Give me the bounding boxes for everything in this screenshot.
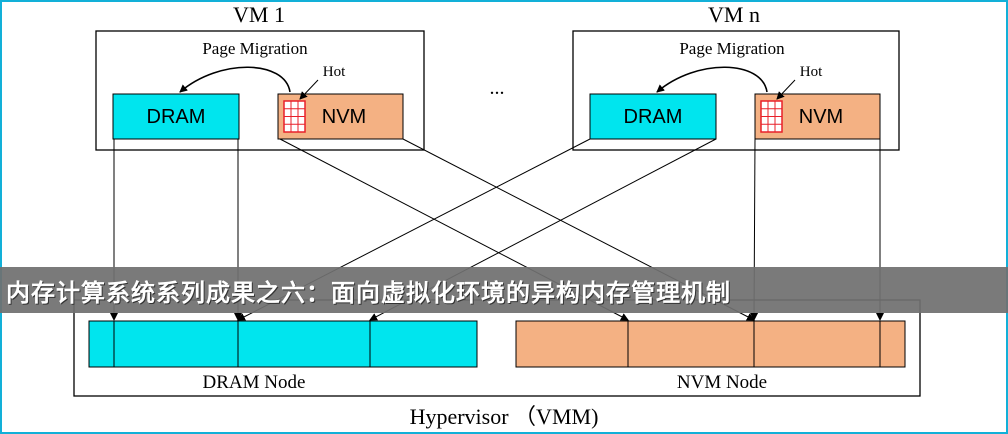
vm-left-migration-label: Page Migration [202, 39, 308, 58]
vm-right-dram-box [589, 93, 717, 140]
vm-left-dram-box [112, 93, 240, 140]
vm-right-migration-label: Page Migration [679, 39, 785, 58]
vm-left-hot-arrow [299, 79, 319, 100]
hypervisor-label: Hypervisor （VMM) [410, 404, 599, 429]
nvm-node-box [515, 320, 906, 368]
vm-right-hot-label: Hot [800, 64, 823, 80]
vm-left-hot-page-grid-icon [283, 100, 306, 133]
vm-left-box [95, 30, 425, 151]
vm-left-title: VM 1 [233, 2, 285, 27]
vm-right-nvm-label: NVM [799, 106, 843, 128]
vm-left-dram-label: DRAM [147, 106, 206, 128]
title-banner: 内存计算系统系列成果之六：面向虚拟化环境的异构内存管理机制 [0, 267, 1008, 313]
vm-left-nvm-label: NVM [322, 106, 366, 128]
vm-right-hot-arrow [776, 79, 796, 100]
vm-right-migration-arrow [656, 66, 768, 93]
nvm-node-label: NVM Node [677, 372, 767, 393]
vm-left-migration-arrow [179, 66, 291, 93]
banner-title: 内存计算系统系列成果之六：面向虚拟化环境的异构内存管理机制 [6, 278, 731, 307]
dram-node-label: DRAM Node [203, 372, 306, 393]
vm-ellipsis: ... [490, 77, 505, 99]
dram-node-box [88, 320, 478, 368]
vm-right-title: VM n [708, 2, 760, 27]
vm-right-dram-label: DRAM [624, 106, 683, 128]
vm-right-box [572, 30, 900, 151]
vm-left-hot-label: Hot [323, 64, 346, 80]
vm-right-hot-page-grid-icon [760, 100, 783, 133]
